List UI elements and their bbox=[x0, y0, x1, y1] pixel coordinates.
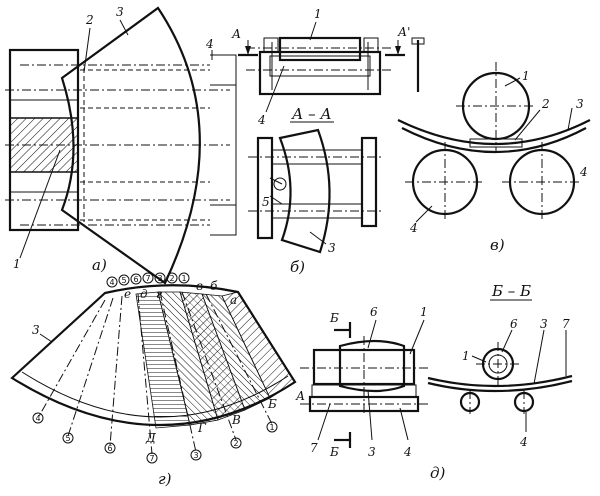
b-section-mark-a2: А' bbox=[397, 25, 410, 39]
v-label-4-right: 4 bbox=[579, 165, 588, 179]
d-label-7: 7 bbox=[310, 441, 318, 455]
b-label-5: 5 bbox=[262, 195, 270, 209]
g-caption: г) bbox=[158, 470, 172, 488]
v-label-1: 1 bbox=[522, 69, 530, 83]
g-bottom-num-5: 5 bbox=[66, 434, 71, 443]
g-top-num-1: 4 bbox=[110, 278, 115, 287]
g-top-num-7: 1 bbox=[182, 274, 187, 283]
g-letter-B: Б bbox=[267, 397, 277, 411]
b-section-mark-a: А bbox=[231, 27, 241, 41]
v-label-2: 2 bbox=[541, 97, 550, 111]
a-label-1: 1 bbox=[13, 257, 21, 271]
g-bottom-num-2: 2 bbox=[234, 439, 239, 448]
g-bottom-num-7: 7 bbox=[150, 454, 155, 463]
g-top-num-6: 2 bbox=[170, 274, 175, 283]
d-bb-label-1: 1 bbox=[462, 349, 470, 363]
panel-v: 1 2 3 4 4 в) bbox=[397, 62, 591, 254]
panel-a: 1 2 3 4 а) bbox=[5, 5, 237, 285]
b-label-1: 1 bbox=[314, 7, 322, 21]
g-zone-v2 bbox=[180, 292, 245, 420]
g-top-num-2: 5 bbox=[122, 276, 127, 285]
g-top-circled: 4 5 6 7 3 2 1 bbox=[106, 272, 190, 288]
g-label-3: 3 bbox=[32, 323, 40, 337]
g-top-letter-b: б bbox=[210, 279, 218, 293]
a-hatched-part bbox=[9, 117, 79, 173]
g-top-num-5: 3 bbox=[158, 274, 163, 283]
v-label-3: 3 bbox=[576, 97, 584, 111]
d-bb-label-3: 3 bbox=[540, 317, 548, 331]
b-label-3: 3 bbox=[328, 241, 336, 255]
v-strip bbox=[397, 119, 591, 145]
g-letter-D: Д bbox=[145, 431, 156, 445]
d-side-letter: А bbox=[295, 389, 305, 403]
g-bottom-num-3: 3 bbox=[194, 451, 199, 460]
d-caption: д) bbox=[430, 464, 446, 482]
a-sector bbox=[60, 6, 201, 285]
d-section-title: Б – Б bbox=[491, 282, 531, 300]
v-label-4-left: 4 bbox=[409, 221, 418, 235]
g-letter-G: Г bbox=[197, 421, 207, 435]
d-bb-strip bbox=[427, 374, 573, 388]
g-top-letter-a: а bbox=[230, 293, 237, 307]
a-label-3: 3 bbox=[116, 5, 124, 19]
a-label-4: 4 bbox=[205, 37, 214, 51]
g-bottom-num-4: 4 bbox=[36, 414, 41, 423]
b-caption: б) bbox=[290, 258, 305, 276]
g-bottom-num-1: 1 bbox=[270, 423, 275, 432]
d-label-6: 6 bbox=[370, 305, 378, 319]
panel-b: А А' 1 4 А – А 5 3 б) bbox=[231, 7, 425, 276]
panel-d: Б Б 6 1 А 7 3 4 д) Б – Б bbox=[295, 282, 573, 482]
a-caption: а) bbox=[92, 256, 107, 274]
v-caption: в) bbox=[490, 236, 505, 254]
d-section-mark-bottom: Б bbox=[329, 445, 339, 459]
d-label-1: 1 bbox=[420, 305, 428, 319]
g-top-letter-d: д bbox=[140, 287, 148, 301]
g-top-num-3: 6 bbox=[134, 275, 139, 284]
panel-g: 4 5 6 7 3 2 1 в б е д г а 3 4 5 6 7 3 2 … bbox=[10, 272, 297, 488]
g-top-letter-v: в bbox=[196, 279, 203, 293]
g-top-letter-g: г bbox=[156, 287, 162, 301]
d-section-mark-top: Б bbox=[329, 311, 339, 325]
b-label-4: 4 bbox=[257, 113, 266, 127]
b-section-title: А – А bbox=[291, 105, 332, 123]
g-bottom-num-6: 6 bbox=[108, 444, 113, 453]
g-top-letter-e: е bbox=[124, 287, 131, 301]
d-label-4: 4 bbox=[403, 445, 412, 459]
a-label-2: 2 bbox=[85, 13, 94, 27]
d-bb-label-6: 6 bbox=[510, 317, 518, 331]
d-bb-label-4: 4 bbox=[519, 435, 528, 449]
g-top-num-4: 7 bbox=[146, 274, 151, 283]
d-bb-label-7: 7 bbox=[562, 317, 570, 331]
g-letter-V: В bbox=[231, 413, 241, 427]
d-label-3: 3 bbox=[368, 445, 376, 459]
g-bottom-circled: 4 5 6 7 3 2 1 bbox=[32, 412, 278, 464]
